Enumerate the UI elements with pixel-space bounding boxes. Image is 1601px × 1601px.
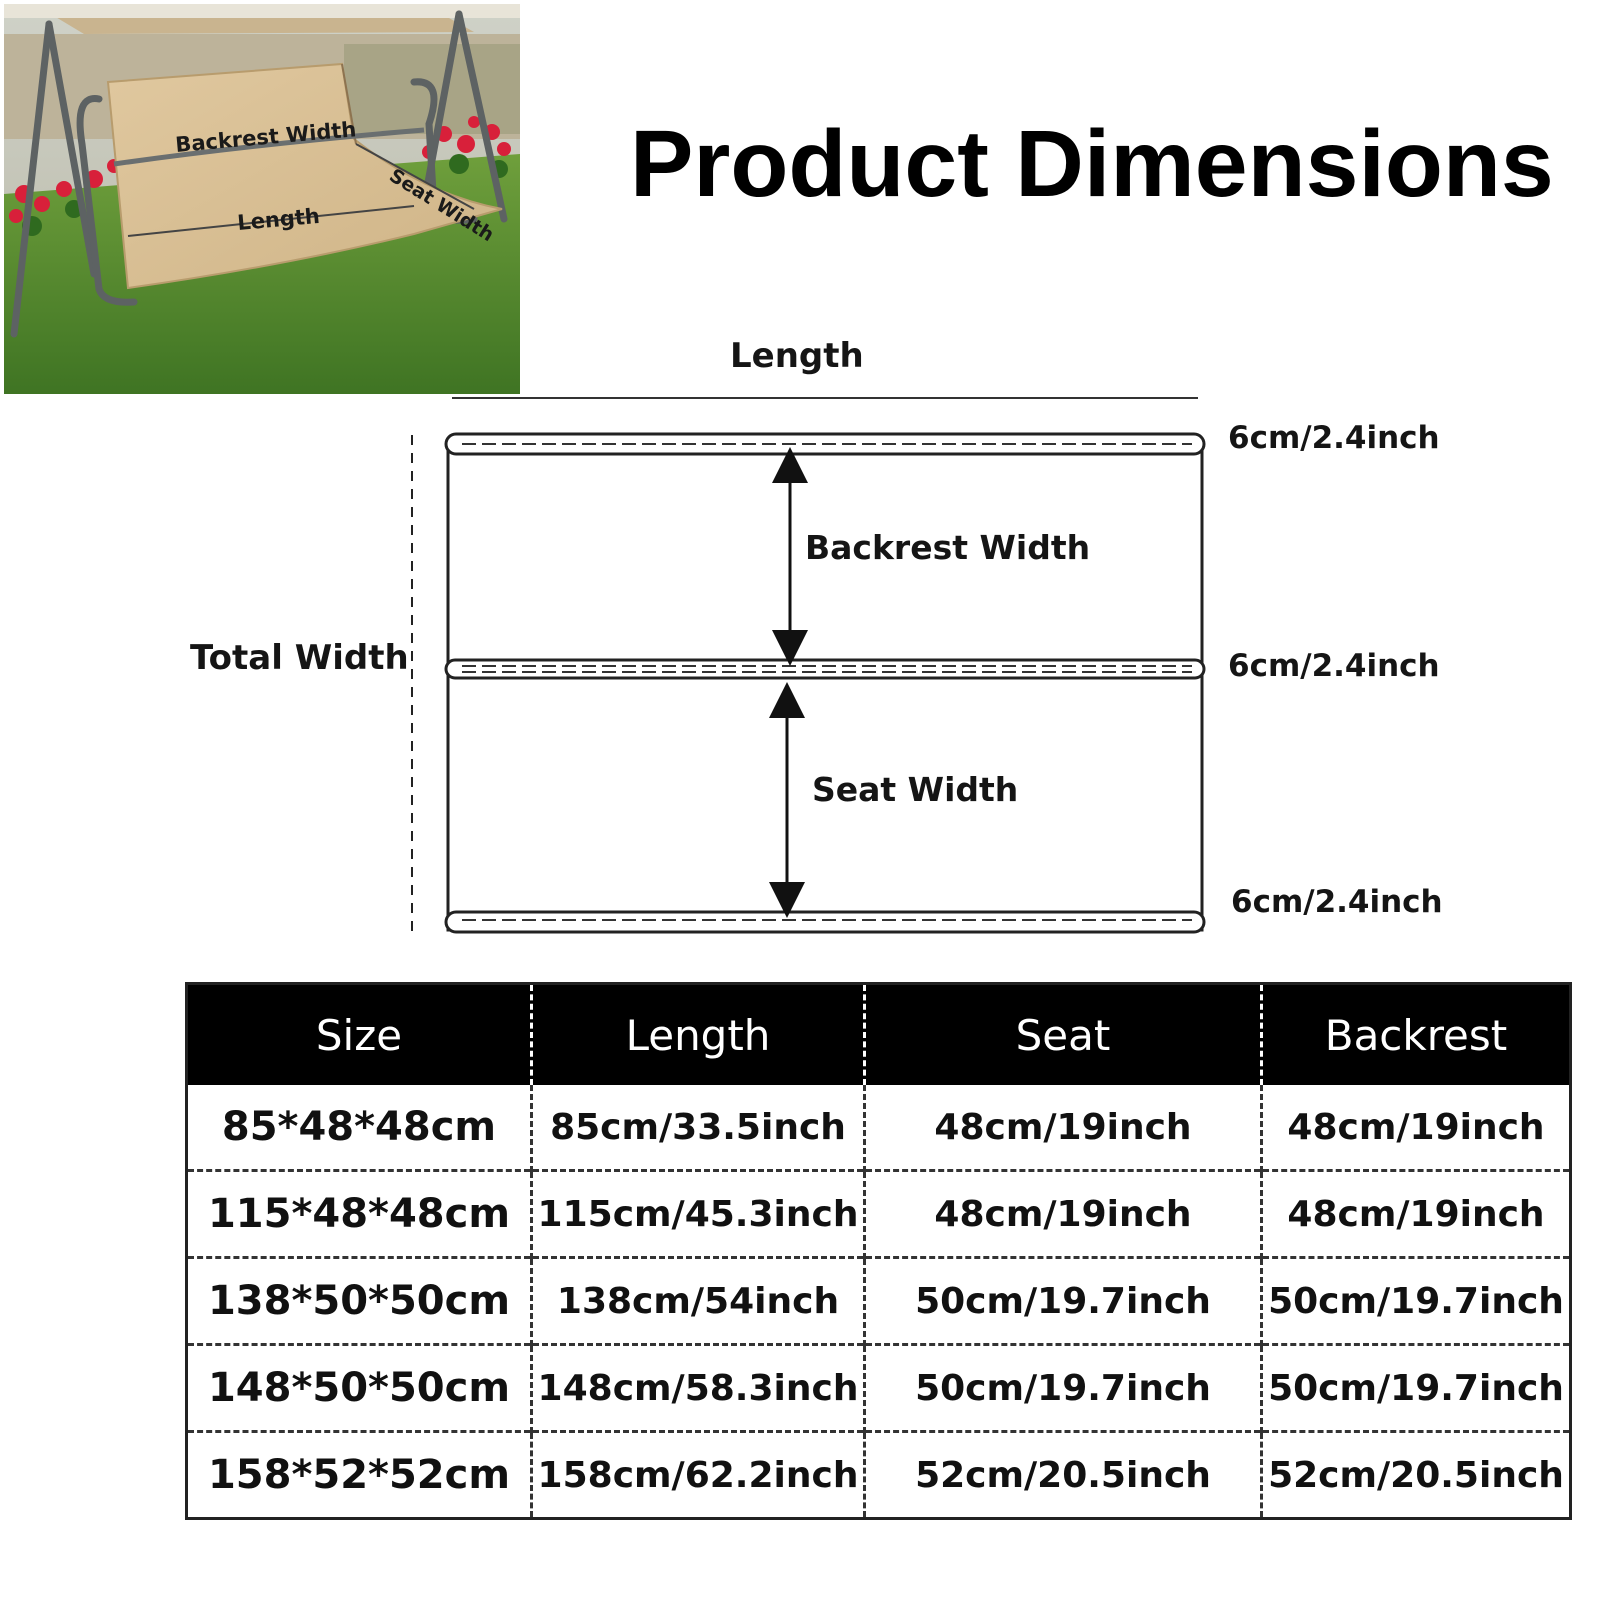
table-row: 115*48*48cm 115cm/45.3inch 48cm/19inch 4… <box>186 1169 1571 1258</box>
cell-backrest: 52cm/20.5inch <box>1260 1430 1571 1519</box>
cell-seat: 48cm/19inch <box>863 1085 1262 1171</box>
dimension-diagram: Length Total Width Backrest Width Seat W… <box>0 330 1601 950</box>
table-row: 85*48*48cm 85cm/33.5inch 48cm/19inch 48c… <box>187 1085 1571 1171</box>
cell-length: 158cm/62.2inch <box>530 1430 865 1519</box>
bottom-hem <box>444 910 1206 934</box>
cell-backrest: 48cm/19inch <box>1260 1169 1571 1258</box>
cell-length: 85cm/33.5inch <box>530 1085 865 1171</box>
header-backrest: Backrest <box>1260 983 1571 1085</box>
diagram-length-label: Length <box>730 336 864 376</box>
header-size: Size <box>186 983 532 1085</box>
cell-backrest: 48cm/19inch <box>1260 1085 1571 1171</box>
header-length: Length <box>530 983 865 1085</box>
header-seat: Seat <box>863 983 1262 1085</box>
cell-backrest: 50cm/19.7inch <box>1260 1343 1571 1432</box>
cell-size: 158*52*52cm <box>186 1430 532 1519</box>
diagram-backrest-width-label: Backrest Width <box>805 528 1091 567</box>
cell-backrest: 50cm/19.7inch <box>1260 1256 1571 1345</box>
page-title: Product Dimensions <box>630 111 1554 217</box>
diagram-drawing <box>411 397 1206 935</box>
cell-size: 148*50*50cm <box>186 1343 532 1432</box>
table-row: 148*50*50cm 148cm/58.3inch 50cm/19.7inch… <box>186 1343 1571 1432</box>
size-table: Size Length Seat Backrest 85*48*48cm 85c… <box>185 982 1572 1520</box>
cell-length: 138cm/54inch <box>530 1256 865 1345</box>
cell-size: 138*50*50cm <box>186 1256 532 1345</box>
cell-seat: 52cm/20.5inch <box>863 1430 1262 1519</box>
top-hem <box>444 432 1206 456</box>
hem-bottom-label: 6cm/2.4inch <box>1231 884 1443 920</box>
cell-seat: 50cm/19.7inch <box>863 1256 1262 1345</box>
middle-hem <box>444 658 1206 680</box>
diagram-total-width-label: Total Width <box>190 638 409 678</box>
canopy-outline <box>446 443 1204 932</box>
table-row: 158*52*52cm 158cm/62.2inch 52cm/20.5inch… <box>186 1430 1571 1519</box>
cell-seat: 48cm/19inch <box>863 1169 1262 1258</box>
diagram-seat-width-label: Seat Width <box>812 770 1019 809</box>
cell-length: 115cm/45.3inch <box>530 1169 865 1258</box>
hem-middle-label: 6cm/2.4inch <box>1228 648 1440 684</box>
table-row: 138*50*50cm 138cm/54inch 50cm/19.7inch 5… <box>186 1256 1571 1345</box>
product-photo: Backrest Width Length Seat Width <box>4 4 520 394</box>
cell-length: 148cm/58.3inch <box>530 1343 865 1432</box>
hem-top-label: 6cm/2.4inch <box>1228 420 1440 456</box>
table-header-row: Size Length Seat Backrest <box>186 983 1571 1085</box>
cell-seat: 50cm/19.7inch <box>863 1343 1262 1432</box>
swing-canopy-illustration: Backrest Width Length Seat Width <box>4 4 520 394</box>
cell-size: 115*48*48cm <box>186 1169 532 1258</box>
cell-size: 85*48*48cm <box>221 1104 497 1150</box>
